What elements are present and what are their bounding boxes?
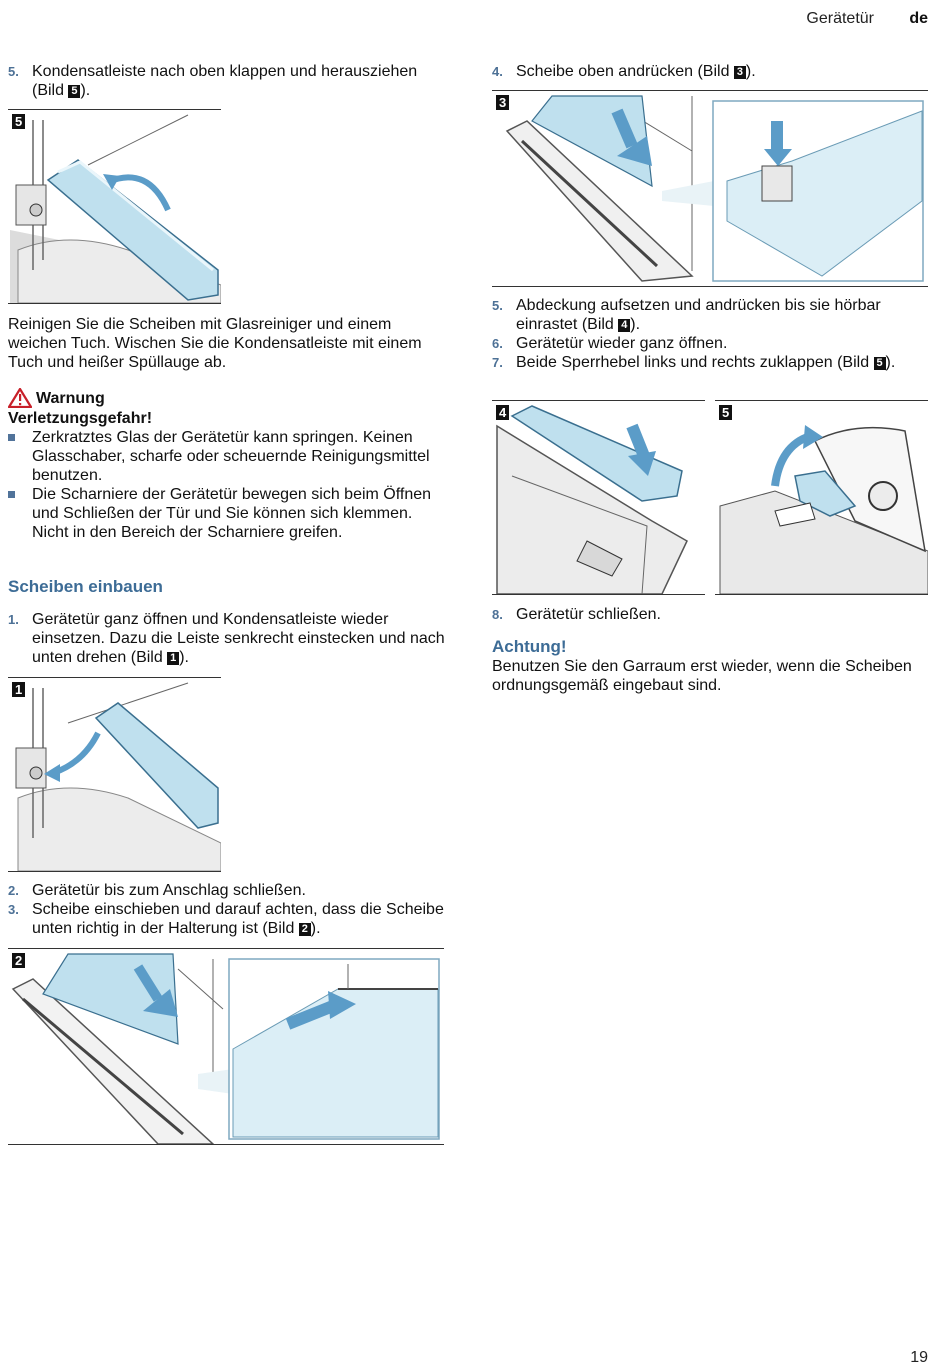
step-number: 5. [492,298,503,313]
step-number: 4. [492,64,503,79]
illustration-strip-removal [10,114,221,303]
step-1-insert-strip: 1. Gerätetür ganz öffnen und Kondensatle… [8,610,448,667]
step-text: Scheibe einschieben und darauf achten, d… [32,901,444,937]
step-text-end: ). [745,63,756,80]
warning-bullet: Zerkratztes Glas der Gerätetür kann spri… [8,428,446,485]
step-text: Gerätetür ganz öffnen und Kondensatleist… [32,611,445,666]
step-number: 5. [8,64,19,79]
illustration-strip-insertion [15,682,221,871]
illustration-cover-attach [496,405,688,594]
step-text: Scheibe oben andrücken (Bild [516,63,734,80]
figure-ref-badge: 4 [618,319,631,332]
figure-number: 5 [719,405,733,420]
step-5-remove-strip: 5. Kondensatleiste nach oben klappen und… [8,62,448,100]
figure-ref-badge: 3 [733,66,746,79]
step-text: Kondensatleiste nach oben klappen und he… [32,63,418,99]
step-text: Abdeckung aufsetzen und andrücken bis si… [516,297,881,333]
warning-list: Zerkratztes Glas der Gerätetür kann spri… [8,428,446,542]
attention-heading: Achtung! [492,637,567,656]
cleaning-instructions: Reinigen Sie die Scheiben mit Glasreinig… [8,316,422,371]
step-3-insert-pane: 3. Scheibe einschieben und darauf achten… [8,900,448,938]
step-7-close-levers: 7. Beide Sperrhebel links und rechts zuk… [492,353,932,372]
illustration-pane-insertion [11,953,440,1144]
section-heading-install-panes: Scheiben einbauen [8,577,163,596]
step-6-open-door: 6. Gerätetür wieder ganz öffnen. [492,334,932,353]
step-8-close-door: 8. Gerätetür schließen. [492,605,932,624]
figure-ref-badge: 2 [298,923,311,936]
figure-ref-badge: 1 [167,652,180,665]
warning-triangle-icon [8,388,32,408]
step-2-close-door: 2. Gerätetür bis zum Anschlag schließen. [8,881,448,900]
step-text-end: ). [310,920,321,937]
step-text-end: ). [630,316,641,333]
figure-insert-glass-pane: 2 [8,948,444,1145]
step-5-attach-cover: 5. Abdeckung aufsetzen und andrücken bis… [492,296,932,334]
warning-title: Warnung [36,389,105,407]
step-text: Gerätetür schließen. [516,606,661,623]
step-4-press-pane: 4. Scheibe oben andrücken (Bild 3). [492,62,932,81]
step-number: 3. [8,902,19,917]
figure-ref-badge: 5 [873,357,886,370]
step-text: Beide Sperrhebel links und rechts zuklap… [516,354,874,371]
running-header-section: Gerätetür [806,10,874,27]
figure-number: 2 [12,953,26,968]
running-header-language: de [909,10,928,27]
figure-number: 5 [12,114,26,129]
figure-close-locking-levers: 5 [715,400,928,595]
step-text: Gerätetür wieder ganz öffnen. [516,335,728,352]
step-number: 6. [492,336,503,351]
step-number: 7. [492,355,503,370]
illustration-locking-lever [719,425,928,594]
warning-bullet: Die Scharniere der Gerätetür bewegen sic… [8,485,446,542]
step-text: Gerätetür bis zum Anschlag schließen. [32,882,306,899]
figure-remove-condensate-strip: 5 [8,109,221,304]
figure-number: 1 [12,682,26,697]
step-text-end: ). [885,354,896,371]
step-number: 2. [8,883,19,898]
attention-text: Benutzen Sie den Garraum erst wieder, we… [492,658,912,694]
figure-ref-badge: 5 [68,85,81,98]
step-number: 8. [492,607,503,622]
figure-number: 3 [496,95,510,110]
page-number: 19 [910,1349,928,1366]
illustration-press-pane [505,95,924,282]
warning-subtitle: Verletzungsgefahr! [8,410,153,427]
figure-number: 4 [496,405,510,420]
step-text-end: ). [179,649,189,666]
figure-press-pane-top: 3 [492,90,928,287]
step-number: 1. [8,612,19,627]
figure-insert-condensate-strip: 1 [8,677,221,872]
step-text-end: ). [80,82,91,99]
figure-attach-cover: 4 [492,400,705,595]
warning-heading: Warnung [8,388,105,408]
